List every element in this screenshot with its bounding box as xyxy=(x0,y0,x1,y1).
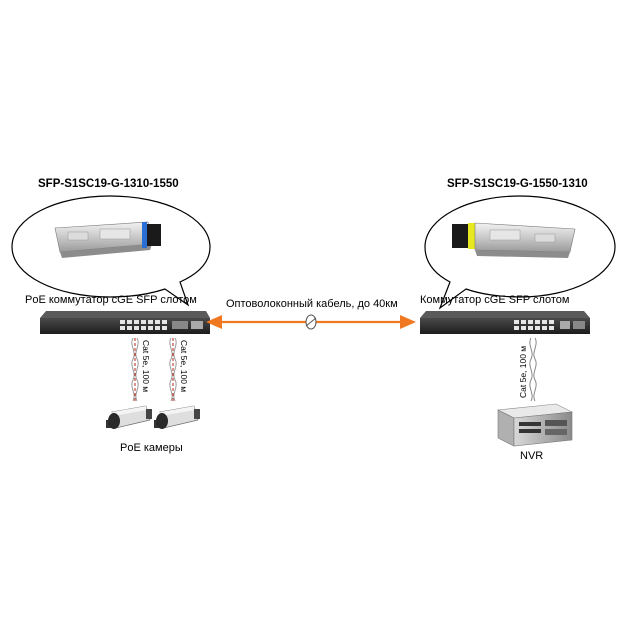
left-sfp-latch xyxy=(142,222,147,248)
right-cable xyxy=(529,337,537,402)
right-cable-label: Cat 5e, 100 м xyxy=(518,345,528,398)
poe-cameras-label: PoE камеры xyxy=(120,442,183,454)
left-cable-2-label: Cat 5e, 100 м xyxy=(179,340,189,393)
right-sfp-module xyxy=(452,222,576,258)
fiber-link-arrow xyxy=(206,314,416,330)
left-cable-1 xyxy=(131,337,139,402)
nvr-label: NVR xyxy=(520,450,544,462)
left-sfp-module xyxy=(54,221,161,258)
left-switch xyxy=(40,311,210,334)
fiber-cable-label: Оптоволоконный кабель, до 40км xyxy=(226,298,398,310)
left-module-title: SFP-S1SC19-G-1310-1550 xyxy=(38,178,179,190)
right-module-title: SFP-S1SC19-G-1550-1310 xyxy=(447,178,588,190)
camera-1 xyxy=(106,405,152,429)
right-switch xyxy=(420,311,590,334)
right-switch-label: Коммутатор сGE SFP слотом xyxy=(420,294,570,306)
left-cable-2 xyxy=(169,337,177,402)
nvr-device xyxy=(496,403,574,447)
right-sfp-latch xyxy=(468,223,475,249)
camera-2 xyxy=(154,405,200,429)
left-switch-label: PoE коммутатор сGE SFP слотом xyxy=(25,294,197,306)
left-cable-1-label: Cat 5e, 100 м xyxy=(141,340,151,393)
